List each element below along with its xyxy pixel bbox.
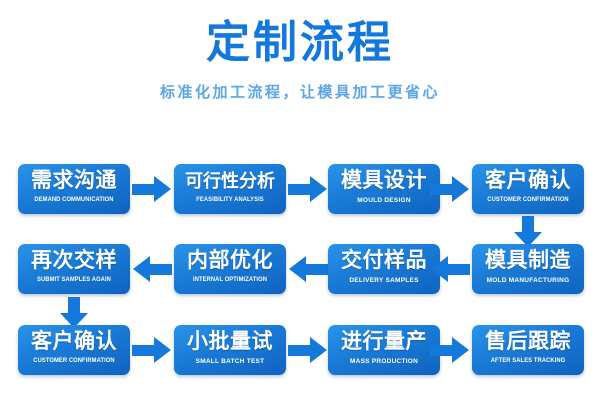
flow-node-label-en: MASS PRODUCTION [349, 357, 419, 366]
arrow-shaft [288, 184, 312, 195]
flow-row-1: 需求沟通 DEMAND COMMUNICATION 可行性分析 FEASIBIL… [0, 164, 600, 216]
flow-node-label-cn: 模具设计 [341, 169, 427, 192]
flow-node-mold-manufacturing[interactable]: 模具制造 MOLD MANUFACTURING [472, 244, 584, 294]
arrow-shaft [446, 264, 470, 275]
arrow-shaft [132, 345, 156, 356]
arrow-shaft [430, 345, 454, 356]
flow-node-label-en: FEASIBILITY ANALYSIS [196, 196, 264, 204]
flow-node-label-en: DEMAND COMMUNICATION [34, 196, 114, 204]
flow-row-2: 再次交样 SUBMIT SAMPLES AGAIN 内部优化 INTERNAL … [0, 244, 600, 296]
flow-node-label-cn: 再次交样 [31, 249, 117, 272]
flow-node-label-en: SMALL BATCH TEST [195, 357, 265, 366]
flow-node-label-en: CUSTOMER CONFIRMATION [33, 357, 115, 365]
arrow-right-icon [288, 337, 328, 363]
flow-node-label-en: MOLD MANUFACTURING [486, 276, 570, 285]
flow-node-label-en: DELIVERY SAMPLES [349, 276, 419, 285]
flow-node-label-cn: 模具制造 [485, 249, 571, 272]
flow-node-label-en: MOULD DESIGN [357, 196, 411, 205]
flow-node-label-en: INTERNAL OPTIMIZATION [192, 276, 268, 284]
flow-node-label-cn: 需求沟通 [31, 169, 117, 192]
flow-node-small-batch-test[interactable]: 小批量试 SMALL BATCH TEST [174, 325, 286, 375]
arrow-head [431, 256, 448, 282]
page-title: 定制流程 [206, 18, 394, 67]
flow-node-customer-confirmation-2[interactable]: 客户确认 CUSTOMER CONFIRMATION [18, 325, 130, 375]
arrow-head [289, 256, 306, 282]
arrow-left-icon [288, 256, 328, 282]
arrow-head [154, 337, 171, 363]
arrow-head [310, 337, 327, 363]
flow-node-mould-design[interactable]: 模具设计 MOULD DESIGN [328, 164, 440, 214]
flow-node-demand-communication[interactable]: 需求沟通 DEMAND COMMUNICATION [18, 164, 130, 214]
arrow-head [60, 313, 88, 328]
flow-node-label-en: CUSTOMER CONFIRMATION [487, 196, 569, 204]
flow-node-delivery-samples[interactable]: 交付样品 DELIVERY SAMPLES [328, 244, 440, 294]
arrow-shaft [68, 297, 80, 315]
arrow-left-icon [430, 256, 470, 282]
arrow-shaft [522, 216, 534, 234]
flow-node-submit-samples-again[interactable]: 再次交样 SUBMIT SAMPLES AGAIN [18, 244, 130, 294]
flow-node-customer-confirmation-1[interactable]: 客户确认 CUSTOMER CONFIRMATION [472, 164, 584, 214]
arrow-head [452, 337, 469, 363]
arrow-left-icon [132, 256, 172, 282]
flow-node-after-sales-tracking[interactable]: 售后跟踪 AFTER SALES TRACKING [472, 325, 584, 375]
flow-row-3: 客户确认 CUSTOMER CONFIRMATION 小批量试 SMALL BA… [0, 325, 600, 377]
page-subtitle: 标准化加工流程，让模具加工更省心 [159, 84, 440, 101]
flow-node-label-cn: 售后跟踪 [485, 330, 571, 353]
flow-node-label-cn: 小批量试 [187, 330, 273, 353]
flow-node-label-cn: 客户确认 [485, 169, 571, 192]
arrow-shaft [288, 345, 312, 356]
arrow-head [452, 176, 469, 202]
arrow-down-icon-row1-to-row2 [514, 216, 542, 247]
arrow-head [514, 232, 542, 247]
flow-node-label-en: AFTER SALES TRACKING [490, 357, 566, 365]
flow-node-label-cn: 可行性分析 [185, 171, 275, 191]
arrow-head [310, 176, 327, 202]
arrow-right-icon [288, 176, 328, 202]
arrow-head [154, 176, 171, 202]
flow-node-feasibility-analysis[interactable]: 可行性分析 FEASIBILITY ANALYSIS [174, 164, 286, 214]
flow-node-label-cn: 客户确认 [31, 330, 117, 353]
arrow-shaft [304, 264, 328, 275]
process-flow-diagram: 需求沟通 DEMAND COMMUNICATION 可行性分析 FEASIBIL… [0, 140, 600, 401]
arrow-shaft [132, 184, 156, 195]
arrow-head [133, 256, 150, 282]
flow-node-label-cn: 内部优化 [187, 249, 273, 272]
flow-node-label-cn: 进行量产 [341, 330, 427, 353]
arrow-right-icon [132, 337, 172, 363]
arrow-shaft [148, 264, 172, 275]
arrow-right-icon [430, 337, 470, 363]
flow-node-internal-optimization[interactable]: 内部优化 INTERNAL OPTIMIZATION [174, 244, 286, 294]
flow-node-mass-production[interactable]: 进行量产 MASS PRODUCTION [328, 325, 440, 375]
arrow-right-icon [430, 176, 470, 202]
arrow-down-icon-row2-to-row3 [60, 297, 88, 328]
arrow-shaft [430, 184, 454, 195]
page-header: 定制流程 标准化加工流程，让模具加工更省心 [0, 0, 600, 140]
flow-node-label-en: SUBMIT SAMPLES AGAIN [37, 276, 111, 284]
flow-node-label-cn: 交付样品 [341, 249, 427, 272]
arrow-right-icon [132, 176, 172, 202]
